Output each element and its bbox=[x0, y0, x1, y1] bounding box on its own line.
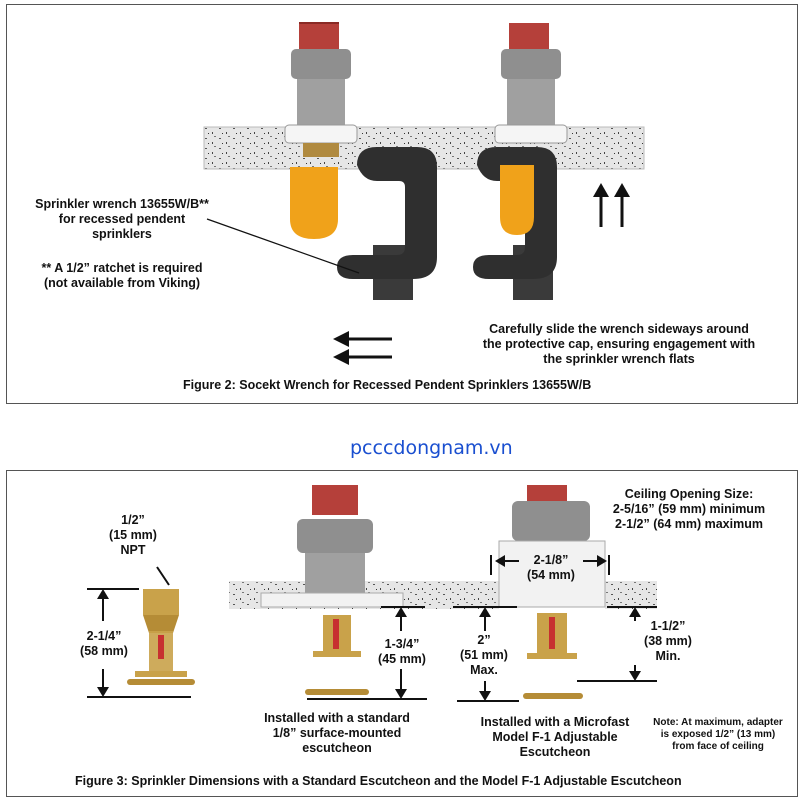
left-sprinkler-assembly bbox=[284, 22, 413, 300]
figure-3-panel: 1/2” (15 mm) NPT 2-1/4” (58 mm) 1-3/4” (… bbox=[6, 470, 798, 797]
dimension-lines bbox=[87, 555, 657, 702]
height-label: 2-1/4” (58 mm) bbox=[80, 629, 128, 658]
ratchet-note: ** A 1/2” ratchet is required (not avail… bbox=[41, 261, 203, 290]
npt-label: 1/2” (15 mm) NPT bbox=[109, 513, 157, 557]
wrench-label: Sprinkler wrench 13655W/B** for recessed… bbox=[35, 197, 209, 241]
min-dim-label: 1-1/2” (38 mm) Min. bbox=[644, 619, 692, 663]
up-arrows-icon bbox=[593, 183, 630, 227]
ceiling-slab-right bbox=[605, 581, 657, 609]
width-label: 2-1/8” (54 mm) bbox=[527, 553, 575, 582]
standalone-sprinkler bbox=[127, 589, 195, 685]
exposure-note: Note: At maximum, adapter is exposed 1/2… bbox=[653, 717, 783, 752]
ceiling-opening-label: Ceiling Opening Size: 2-5/16” (59 mm) mi… bbox=[612, 487, 766, 531]
microfast-caption: Installed with a Microfast Model F-1 Adj… bbox=[480, 715, 630, 759]
watermark-middle: pcccdongnam.vn bbox=[350, 437, 513, 459]
figure-2-illustration bbox=[203, 22, 645, 365]
standard-caption: Installed with a standard 1/8” surface-m… bbox=[264, 711, 410, 755]
standard-assembly bbox=[260, 485, 404, 695]
left-wrench bbox=[337, 147, 437, 279]
left-arrows-icon bbox=[333, 331, 392, 365]
max-dim-label: 2” (51 mm) Max. bbox=[460, 633, 508, 677]
microfast-assembly bbox=[498, 485, 606, 699]
figure-2-panel: Sprinkler wrench 13655W/B** for recessed… bbox=[6, 4, 798, 404]
figure-2-caption: Figure 2: Socekt Wrench for Recessed Pen… bbox=[183, 378, 592, 392]
instruction-text: Carefully slide the wrench sideways arou… bbox=[482, 322, 756, 366]
right-sprinkler-assembly bbox=[473, 23, 568, 300]
standard-dim-label: 1-3/4” (45 mm) bbox=[378, 637, 426, 666]
figure-3-caption: Figure 3: Sprinkler Dimensions with a St… bbox=[75, 774, 682, 788]
figure-3-illustration bbox=[87, 485, 657, 702]
wrench-leader-line bbox=[206, 218, 360, 274]
